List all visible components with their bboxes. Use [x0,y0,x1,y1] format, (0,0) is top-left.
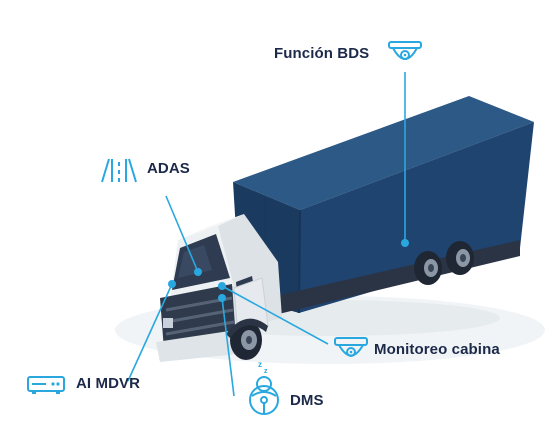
svg-text:z: z [264,368,268,375]
rear-wheel-2 [446,241,474,275]
cabin-dot [218,282,226,290]
dms-connector [221,297,235,397]
adas-label: ADAS [147,160,190,177]
bds-label: Función BDS [274,45,370,62]
mdvr-label: AI MDVR [76,375,141,392]
cab-roof [178,214,244,240]
bds-dot [401,239,409,247]
cabin-label: Monitoreo cabina [374,341,500,358]
mdvr-dot [168,280,176,288]
front-wheel [230,320,262,360]
mdvr-connector [127,283,173,382]
drowsy-driver-icon: z z [244,358,286,421]
svg-text:z: z [258,360,262,369]
headlight [163,318,173,328]
bumper [156,330,238,362]
cabin-connector [221,285,329,345]
rear-wheel-1 [414,251,442,285]
dome-camera-icon [387,38,423,73]
adas-connector [165,195,199,273]
lane-road-icon [100,157,138,188]
dms-label: DMS [290,392,324,409]
adas-dot [194,268,202,276]
dms-dot [218,294,226,302]
dome-camera-icon [334,336,368,369]
recorder-device-icon [26,375,66,400]
container-side [299,122,534,313]
container-top [233,96,534,210]
